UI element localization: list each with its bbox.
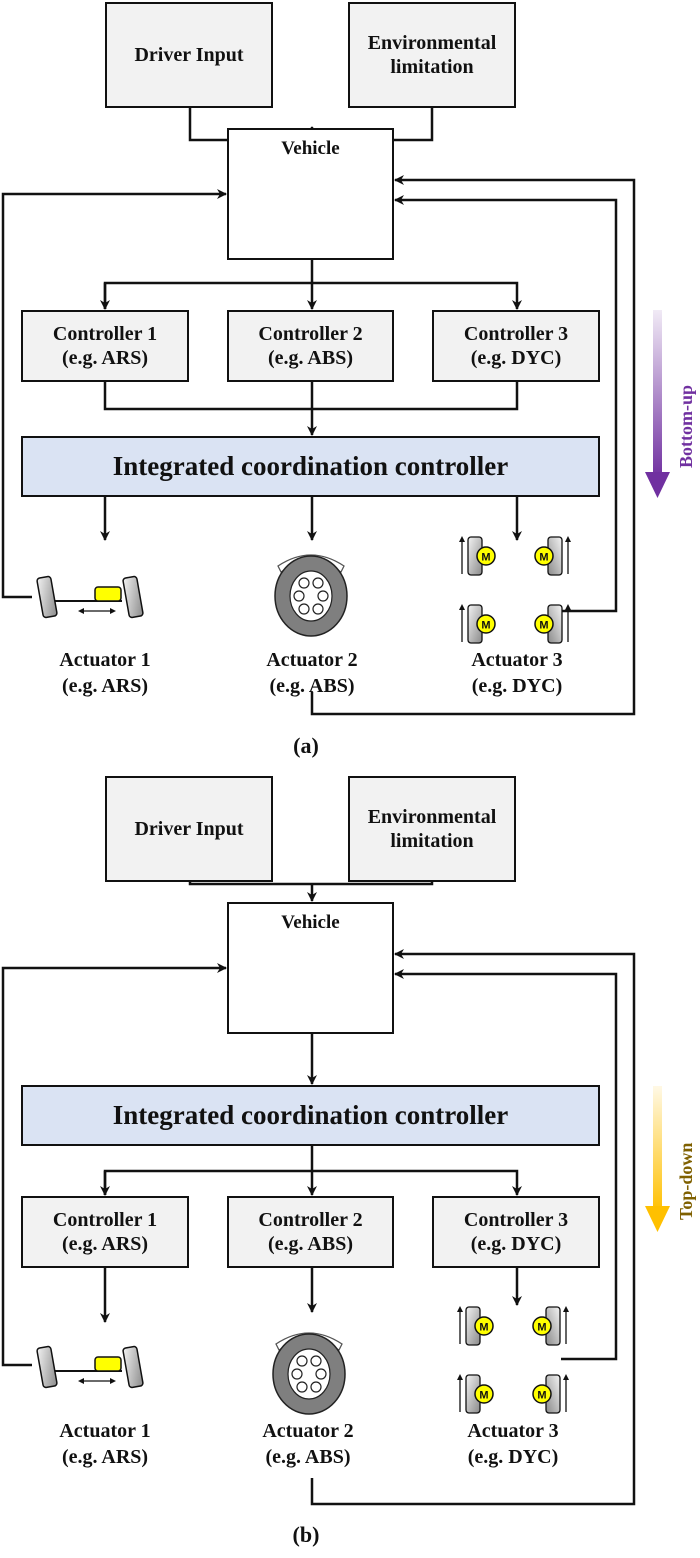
driver-input-box-b: Driver Input (105, 776, 273, 882)
env-label-line2: limitation (390, 56, 474, 78)
controller-3-name-b: Controller 3 (463, 1209, 569, 1231)
controller-2-name-b: Controller 2 (258, 1209, 363, 1231)
integrated-coordination-controller-box-b: Integrated coordination controller (21, 1085, 600, 1146)
actuator-1-example: (e.g. ARS) (61, 675, 149, 697)
driver-input-label: Driver Input (134, 44, 244, 66)
in-wheel-motor-icon-rl: M (459, 604, 496, 644)
brake-wheel-icon-b (272, 1332, 346, 1415)
controller-2-box-b: Controller 2 (e.g. ABS) (227, 1196, 394, 1268)
coordinator-label: Integrated coordination controller (112, 451, 509, 482)
actuator-1-label-b: Actuator 1 (e.g. ARS) (25, 1418, 185, 1470)
actuator-1-example-b: (e.g. ARS) (61, 1446, 149, 1468)
actuator-3-name: Actuator 3 (471, 649, 563, 671)
controller-2-example-b: (e.g. ABS) (268, 1233, 353, 1255)
integrated-coordination-controller-box: Integrated coordination controller (21, 436, 600, 497)
controller-1-name: Controller 1 (52, 323, 158, 345)
controller-3-box: Controller 3 (e.g. DYC) (432, 310, 600, 382)
in-wheel-motor-icon-fl: M (459, 536, 496, 576)
in-wheel-motor-icon-fr: M (534, 536, 571, 576)
svg-text:M: M (481, 620, 490, 632)
env-label-line1: Environmental (367, 32, 497, 54)
panel-a-lines (1, 108, 636, 716)
actuator-2-label-b: Actuator 2 (e.g. ABS) (228, 1418, 388, 1470)
controller-2-name: Controller 2 (258, 323, 363, 345)
in-wheel-motor-icon-rr: M (534, 604, 571, 644)
environmental-limitation-box: Environmental limitation (348, 2, 516, 108)
actuator-1-label: Actuator 1 (e.g. ARS) (25, 647, 185, 699)
controller-1-example: (e.g. ARS) (61, 347, 149, 369)
actuator-3-label: Actuator 3 (e.g. DYC) (437, 647, 597, 699)
actuator-1-name-b: Actuator 1 (59, 1420, 151, 1442)
actuator-3-label-b: Actuator 3 (e.g. DYC) (433, 1418, 593, 1470)
caption-a: (a) (293, 733, 319, 758)
actuator-3-name-b: Actuator 3 (467, 1420, 559, 1442)
svg-text:M: M (481, 552, 490, 564)
controller-1-box-b: Controller 1 (e.g. ARS) (21, 1196, 189, 1268)
actuator-2-example: (e.g. ABS) (269, 675, 355, 697)
controller-2-box: Controller 2 (e.g. ABS) (227, 310, 394, 382)
driver-input-box: Driver Input (105, 2, 273, 108)
in-wheel-motor-icon-fl-b: M (457, 1306, 494, 1346)
top-down-label: Top-down (676, 1142, 696, 1220)
svg-text:M: M (537, 1322, 546, 1334)
in-wheel-motor-icon-fr-b: M (532, 1306, 569, 1346)
caption-b: (b) (292, 1522, 320, 1547)
bottom-up-label: Bottom-up (676, 384, 696, 468)
vehicle-label-b: Vehicle (281, 912, 340, 933)
environmental-limitation-box-b: Environmental limitation (348, 776, 516, 882)
vehicle-label: Vehicle (281, 138, 340, 159)
top-down-arrow-icon (645, 1086, 670, 1232)
brake-wheel-icon (274, 554, 348, 637)
controller-3-name: Controller 3 (463, 323, 569, 345)
driver-input-label-b: Driver Input (134, 818, 244, 840)
actuator-2-name-b: Actuator 2 (262, 1420, 354, 1442)
coordinator-label-b: Integrated coordination controller (112, 1100, 509, 1131)
env-label-line1-b: Environmental (367, 806, 497, 828)
axle-steering-icon (36, 575, 144, 619)
controller-3-example: (e.g. DYC) (470, 347, 562, 369)
actuator-2-name: Actuator 2 (266, 649, 358, 671)
panel-b-lines (1, 852, 636, 1506)
in-wheel-motor-icon-rl-b: M (457, 1374, 494, 1414)
svg-text:M: M (539, 620, 548, 632)
vehicle-box: Vehicle (227, 128, 394, 260)
bottom-up-arrow-icon (645, 310, 670, 498)
svg-text:M: M (537, 1390, 546, 1402)
svg-text:M: M (479, 1322, 488, 1334)
svg-text:M: M (479, 1390, 488, 1402)
actuator-2-example-b: (e.g. ABS) (265, 1446, 351, 1468)
env-label-line2-b: limitation (390, 830, 474, 852)
actuator-1-name: Actuator 1 (59, 649, 151, 671)
axle-steering-icon-b (36, 1345, 144, 1389)
controller-1-box: Controller 1 (e.g. ARS) (21, 310, 189, 382)
actuator-3-example: (e.g. DYC) (471, 675, 563, 697)
controller-2-example: (e.g. ABS) (268, 347, 353, 369)
in-wheel-motor-icon-rr-b: M (532, 1374, 569, 1414)
controller-1-name-b: Controller 1 (52, 1209, 158, 1231)
actuator-3-example-b: (e.g. DYC) (467, 1446, 559, 1468)
actuator-2-label: Actuator 2 (e.g. ABS) (232, 647, 392, 699)
controller-3-example-b: (e.g. DYC) (470, 1233, 562, 1255)
controller-1-example-b: (e.g. ARS) (61, 1233, 149, 1255)
svg-text:M: M (539, 552, 548, 564)
vehicle-box-b: Vehicle (227, 902, 394, 1034)
controller-3-box-b: Controller 3 (e.g. DYC) (432, 1196, 600, 1268)
